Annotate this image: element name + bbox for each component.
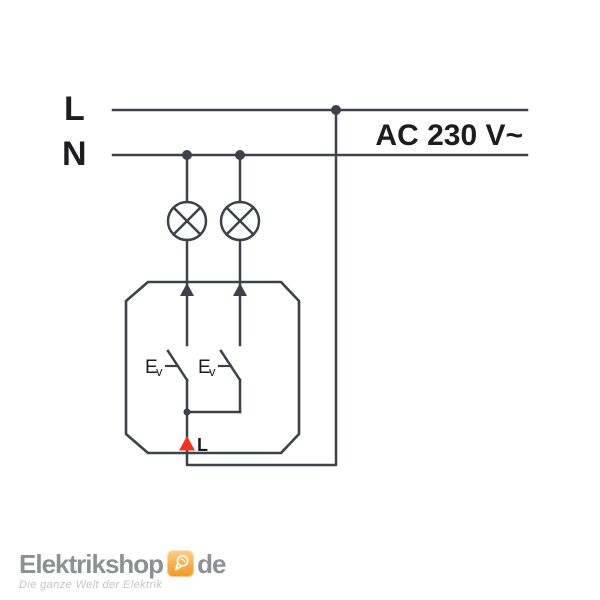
circuit-wires bbox=[111, 108, 529, 467]
switch2-label-sub: v bbox=[209, 364, 216, 379]
phase-label: L bbox=[64, 90, 85, 128]
diagram-labels: L N AC 230 V~ E v E v L bbox=[62, 90, 523, 455]
l-terminal-label: L bbox=[197, 435, 208, 455]
logo-tagline: Die ganze Welt der Elektrik bbox=[19, 579, 163, 591]
switch1-label-sub: v bbox=[156, 364, 163, 379]
voltage-label: AC 230 V~ bbox=[375, 119, 523, 152]
lightbulb-icon bbox=[167, 550, 195, 577]
output-arrow-up-icon bbox=[180, 283, 194, 296]
flush-mount-device-outline bbox=[124, 280, 301, 455]
neutral-label: N bbox=[62, 135, 87, 173]
lamp2-cross bbox=[224, 205, 256, 237]
junction-dot bbox=[331, 105, 341, 115]
switch2-label: E bbox=[198, 357, 211, 378]
lamp1-cross bbox=[171, 205, 203, 237]
switch1-label: E bbox=[145, 357, 158, 378]
elektrikshop-logo: Elektrikshop de Die ganze Welt der Elekt… bbox=[19, 549, 239, 594]
junction-dot bbox=[182, 150, 192, 160]
logo-tld-text: de bbox=[197, 548, 226, 579]
junction-dot bbox=[183, 408, 191, 416]
junctions-and-arrows bbox=[180, 105, 341, 416]
logo-brand-text: Elektrikshop bbox=[19, 548, 164, 579]
output-arrow-up-icon bbox=[233, 283, 247, 296]
junction-dot bbox=[235, 150, 245, 160]
l-terminal-arrow-icon bbox=[179, 436, 195, 451]
